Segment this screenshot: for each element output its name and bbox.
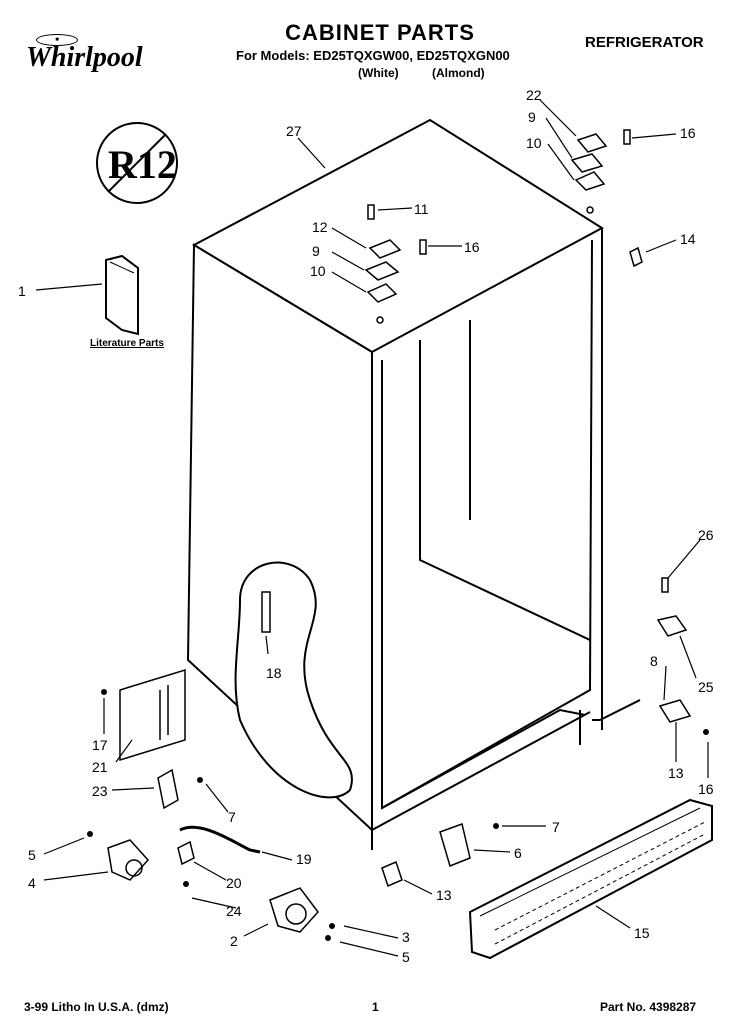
callout-21: 21 [92, 759, 108, 775]
r12-badge [96, 122, 178, 204]
callout-8: 8 [650, 653, 658, 669]
part-15-grille [468, 798, 713, 960]
part-13-clip [381, 860, 403, 888]
r12-badge-text: R12 [108, 142, 177, 187]
callout-1: 1 [18, 283, 26, 299]
callout-17: 17 [92, 737, 108, 753]
callout-19: 19 [296, 851, 312, 867]
left-bracket [119, 668, 186, 762]
callout-20: 20 [226, 875, 242, 891]
part-8-bracket [658, 699, 692, 723]
callout-7a: 7 [228, 809, 236, 825]
footer-print-info: 3-99 Litho In U.S.A. (dmz) [24, 1000, 169, 1014]
part-4-roller [107, 839, 150, 881]
callout-3: 3 [402, 929, 410, 945]
callout-10a: 10 [310, 263, 326, 279]
brand-tag-emblem: ■ [36, 34, 78, 46]
callout-16b: 16 [464, 239, 480, 255]
callout-5b: 5 [402, 949, 410, 965]
part-14-clip [629, 246, 643, 268]
part-2-roller [269, 887, 319, 933]
callout-6: 6 [514, 845, 522, 861]
models-line: For Models: ED25TQXGW00, ED25TQXGN00 [236, 48, 510, 63]
callout-2: 2 [230, 933, 238, 949]
part-19-tube [179, 825, 261, 854]
variant-almond: (Almond) [432, 66, 485, 80]
callout-26: 26 [698, 527, 714, 543]
part-6-bracket [439, 823, 471, 868]
callout-13a: 13 [436, 887, 452, 903]
callout-12: 12 [312, 219, 328, 235]
callout-22: 22 [526, 87, 542, 103]
leader-lines [35, 99, 709, 957]
callout-18: 18 [266, 665, 282, 681]
page-title: CABINET PARTS [285, 20, 475, 45]
literature-booklet [105, 254, 139, 336]
part-23-bracket [157, 768, 179, 810]
brand-logo: Whirlpool [26, 42, 143, 73]
screws [87, 689, 709, 941]
part-18-strip [261, 591, 271, 633]
callout-25: 25 [698, 679, 714, 695]
callout-24: 24 [226, 903, 242, 919]
callout-13b: 13 [668, 765, 684, 781]
part-25-hinge [656, 615, 688, 637]
callout-7b: 7 [552, 819, 560, 835]
callout-27: 27 [286, 123, 302, 139]
callout-16a: 16 [680, 125, 696, 141]
top-hinge-right [570, 129, 631, 214]
cabinet-cutaway [234, 561, 353, 799]
callout-14: 14 [680, 231, 696, 247]
variant-white: (White) [358, 66, 399, 80]
literature-parts-label: Literature Parts [90, 338, 164, 349]
callout-10b: 10 [526, 135, 542, 151]
part-20-clip [177, 840, 195, 866]
callout-5a: 5 [28, 847, 36, 863]
document-type: REFRIGERATOR [585, 34, 704, 51]
callout-9a: 9 [312, 243, 320, 259]
top-hinge-center [364, 204, 427, 324]
callout-15: 15 [634, 925, 650, 941]
callout-23: 23 [92, 783, 108, 799]
callout-9b: 9 [528, 109, 536, 125]
callout-4: 4 [28, 875, 36, 891]
callout-numbers: 1 2 3 4 5 5 6 7 7 8 9 9 10 10 11 12 13 1… [18, 87, 714, 965]
footer-part-number: Part No. 4398287 [600, 1000, 697, 1014]
callout-16c: 16 [698, 781, 714, 797]
footer-page-number: 1 [372, 1000, 379, 1014]
cabinet-shell [186, 118, 641, 850]
callout-11: 11 [414, 201, 429, 217]
